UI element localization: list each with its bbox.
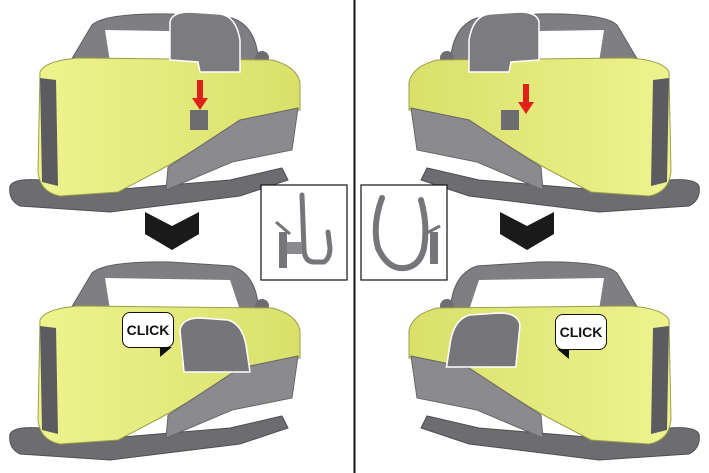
device-left-before <box>9 11 301 213</box>
clip-detail-left <box>260 184 348 281</box>
down-arrow-icon <box>192 80 208 110</box>
clip-detail-right <box>360 184 448 281</box>
click-callout-left: CLICK <box>122 312 174 348</box>
down-chevron-icon <box>145 212 199 250</box>
down-arrow-icon <box>518 84 534 114</box>
device-right-before <box>408 11 700 213</box>
click-callout-right: CLICK <box>555 314 607 350</box>
device-left-after <box>9 261 301 461</box>
down-chevron-icon <box>500 212 554 250</box>
